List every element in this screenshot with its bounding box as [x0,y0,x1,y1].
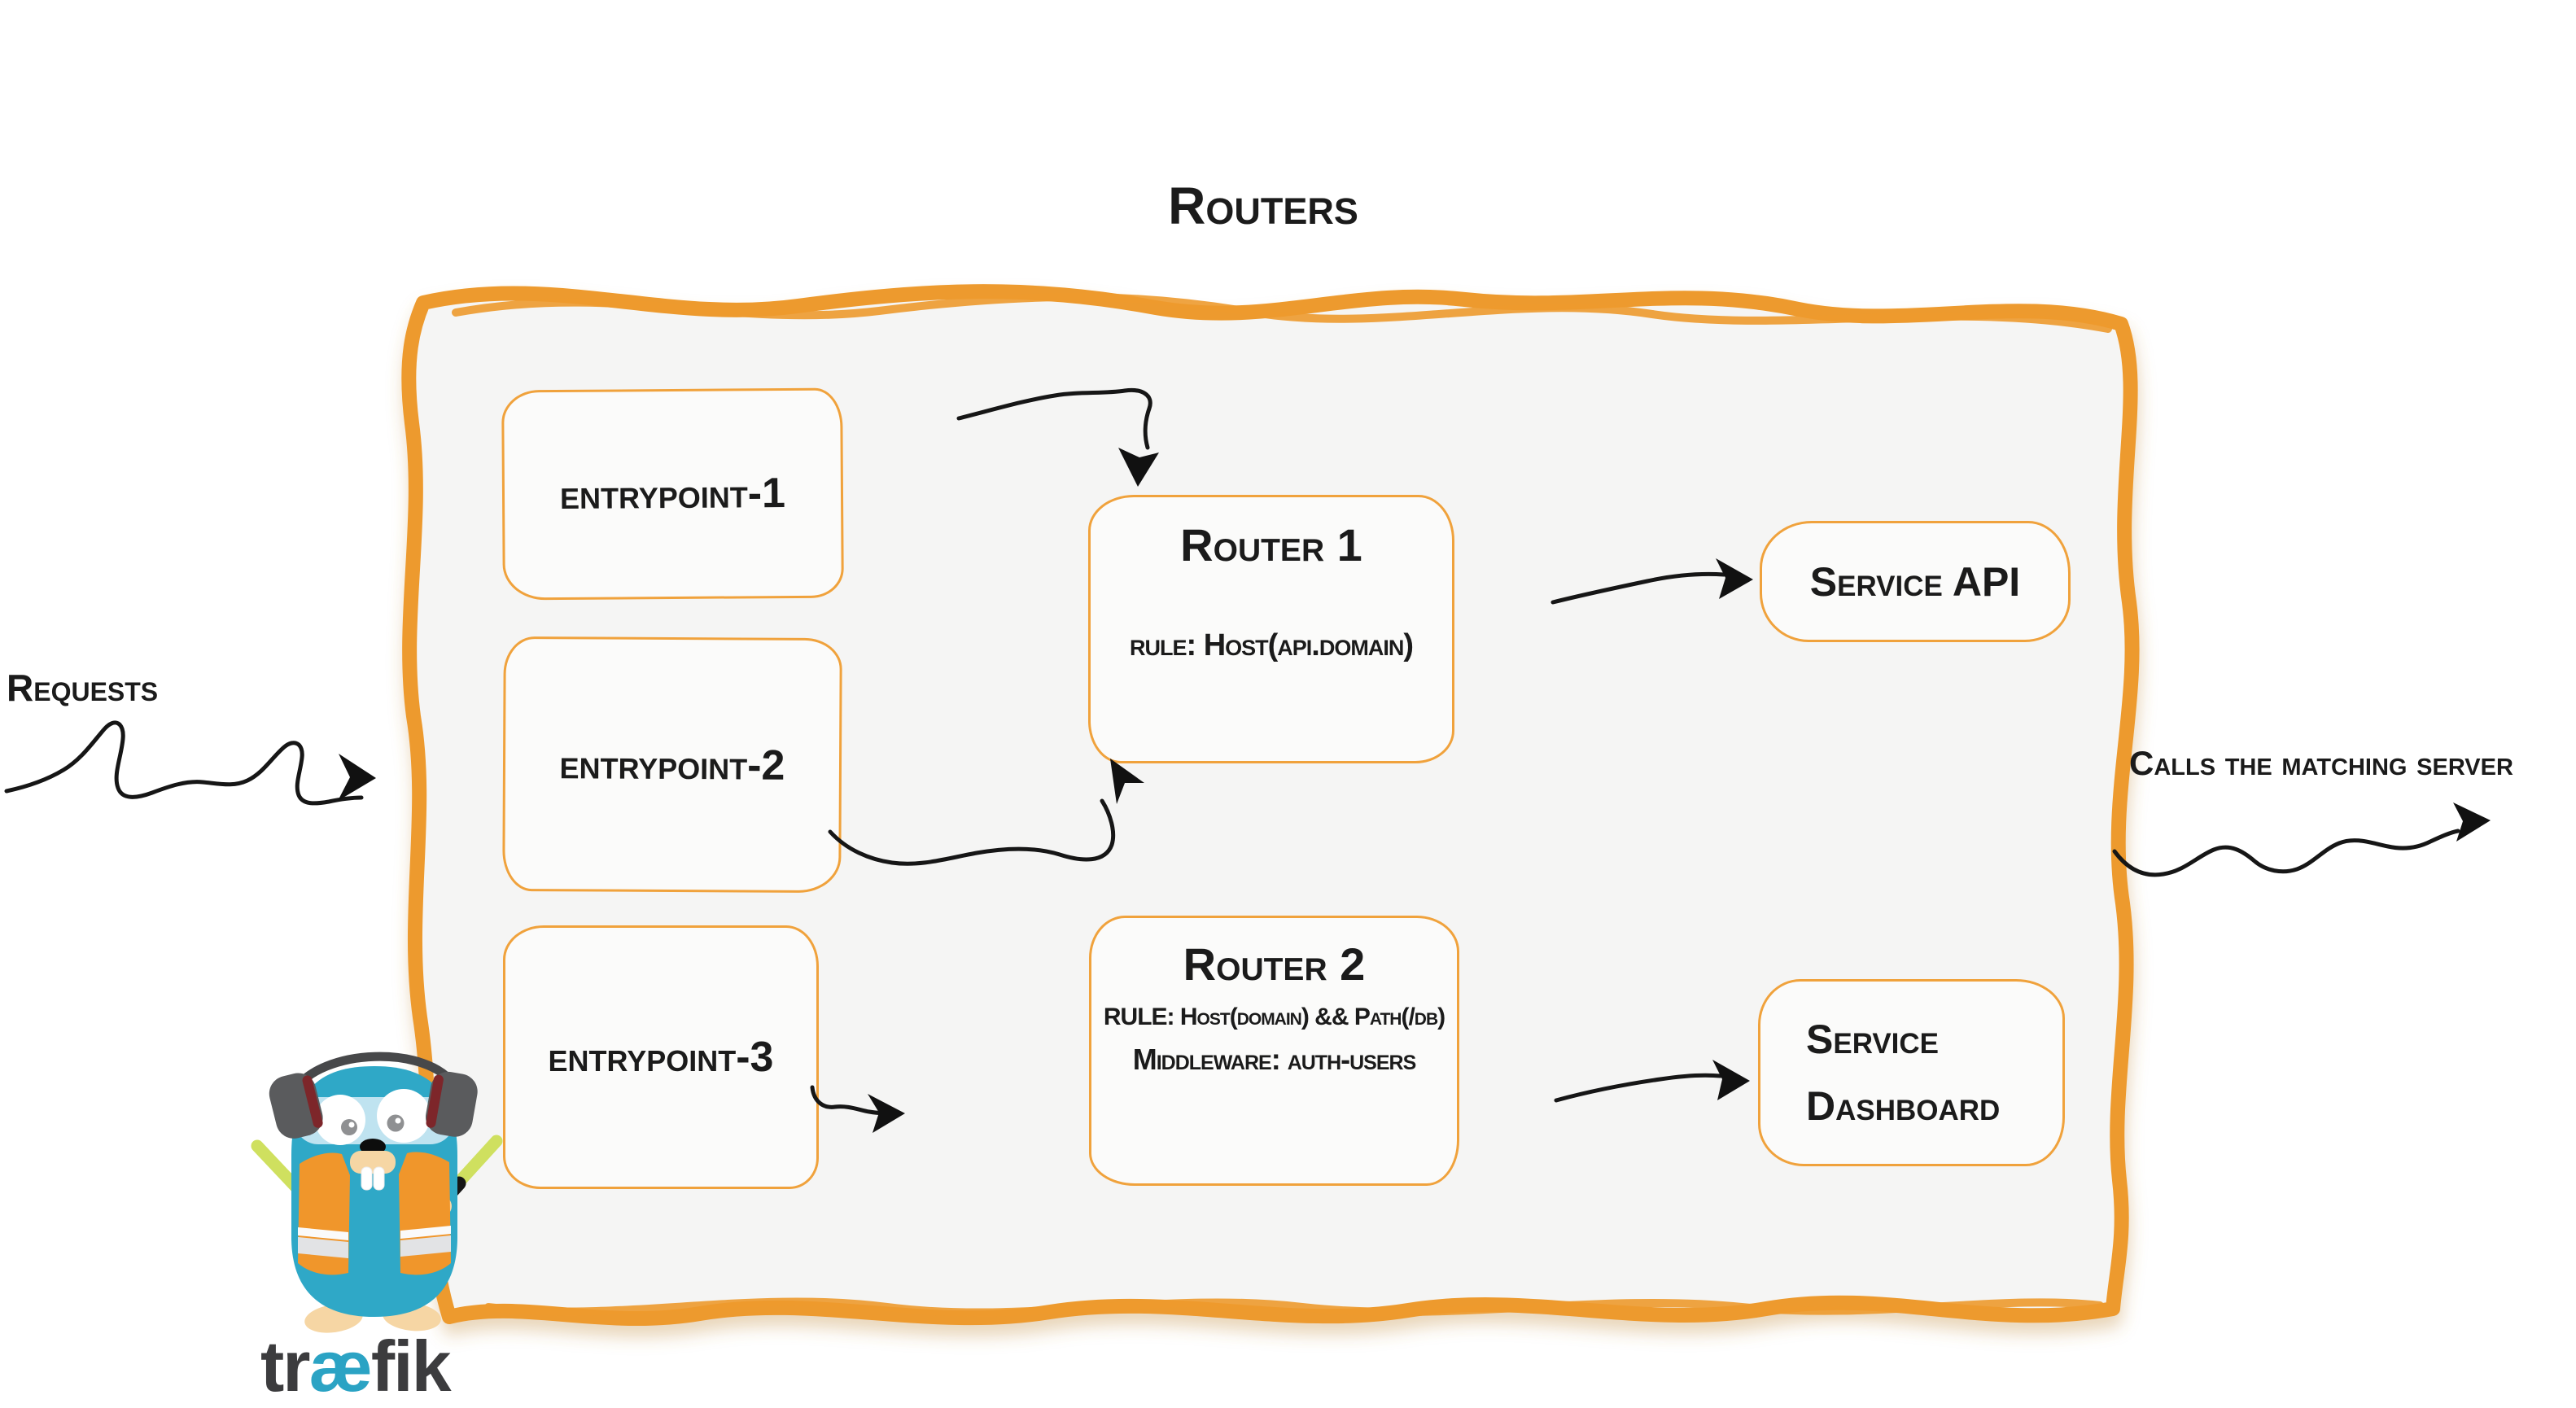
left-pupil-highlight [348,1122,355,1128]
vest-stripe [298,1237,348,1258]
traefik-wordmark: træfik [260,1325,452,1408]
left-pupil [341,1119,357,1135]
vest-stripe [400,1226,451,1239]
router1-to-service-api-arrow [1550,571,1726,605]
entrypoint-1-box: entrypoint-1 [501,387,844,601]
vest-stripe [298,1227,348,1240]
router-1-name: Router 1 [1180,519,1362,571]
router2-arrowhead [1712,1060,1750,1100]
requests-arrowhead [338,754,376,801]
service-dashboard-box: Service Dashboard [1758,979,2065,1166]
entrypoint2-arrowhead [1110,759,1144,804]
gopher-nose [360,1139,386,1155]
right-baton-grip [435,1176,466,1209]
router2-to-service-dashboard-arrow [1554,1073,1723,1103]
wordmark-fik: fik [370,1326,452,1406]
headphone-left-cup [269,1073,323,1139]
gopher-right-hand [431,1196,452,1217]
router-2-middleware: Middleware: auth-users [1132,1043,1417,1076]
service-dashboard-label-line2: Dashboard [1806,1083,2001,1129]
entrypoint1-arrowhead [1118,448,1159,487]
right-pupil-highlight [395,1117,401,1124]
vest-right-panel [399,1152,451,1275]
gopher-left-eye [315,1095,365,1145]
requests-arrow [4,720,364,806]
right-baton-icon [440,1135,503,1203]
entrypoint-2-box: entrypoint-2 [502,636,842,894]
calls-arrowhead [2453,802,2491,842]
router1-arrowhead [1716,558,1753,599]
entrypoint3-arrowhead [868,1094,905,1133]
gopher-right-eye [377,1089,431,1143]
entrypoint-1-label: entrypoint-1 [559,470,786,518]
service-api-label: Service API [1809,558,2021,605]
right-pupil [387,1114,405,1132]
entrypoint-3-label: entrypoint-3 [548,1034,774,1081]
gopher-goggles [295,1097,454,1144]
container-brush-accent-bottom [484,1297,2104,1317]
diagram-title: Routers [1168,177,1358,235]
entrypoint-2-label: entrypoint-2 [559,740,785,789]
vest-stripe [400,1235,451,1257]
gopher-tooth [373,1166,385,1191]
wordmark-ae: æ [308,1326,373,1406]
router-1-box: Router 1 rule: Host(api.domain) [1088,495,1454,763]
router-2-name: Router 2 [1183,938,1366,990]
gopher-body [291,1066,457,1317]
gopher-tooth [361,1166,373,1191]
service-dashboard-label-line1: Service [1806,1017,1940,1062]
router-2-rule: RULE: Host(domain) && Path(/db) [1103,1004,1445,1030]
requests-label: Requests [7,667,159,709]
calls-matching-server-arrow [2112,829,2460,877]
service-api-box: Service API [1760,521,2071,642]
entrypoint2-to-router1-arrow [828,798,1116,866]
headphone-right-cup [425,1071,478,1137]
entrypoint1-to-router1-arrow [956,387,1152,450]
headphone-band [288,1052,459,1097]
router-2-box: Router 2 RULE: Host(domain) && Path(/db)… [1089,916,1459,1186]
left-baton-icon [251,1139,317,1209]
router-1-rule: rule: Host(api.domain) [1129,628,1414,662]
gopher-muzzle [350,1151,396,1174]
calls-matching-server-label: Calls the matching server [2129,744,2513,782]
container-brush-accent [452,293,2112,333]
entrypoint3-to-router2-arrow [810,1085,894,1116]
vest-left-panel [298,1152,350,1275]
wordmark-tr: tr [260,1326,311,1406]
gopher-left-hand [308,1202,330,1223]
left-baton-grip [292,1184,325,1217]
entrypoint-3-box: entrypoint-3 [503,925,819,1189]
